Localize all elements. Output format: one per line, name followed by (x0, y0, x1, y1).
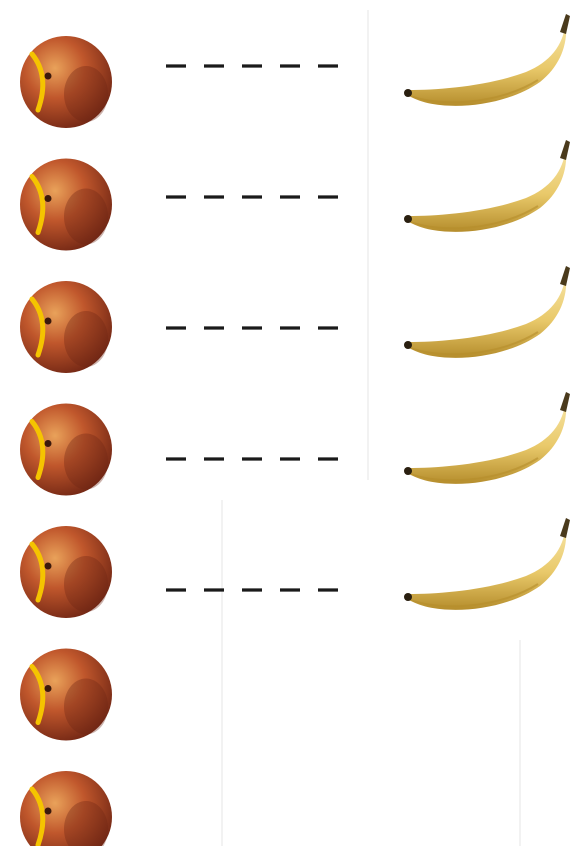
banana-icon (404, 14, 570, 106)
peach-icon (20, 281, 112, 373)
peach-icon (20, 36, 112, 128)
peach-column (20, 36, 112, 846)
peach-icon (20, 404, 112, 496)
background-lines (222, 10, 520, 846)
banana-icon (404, 392, 570, 484)
peach-icon (20, 526, 112, 618)
peach-icon (20, 771, 112, 846)
connector-column (166, 66, 338, 590)
banana-column (404, 14, 570, 610)
banana-icon (404, 266, 570, 358)
banana-icon (404, 140, 570, 232)
banana-icon (404, 518, 570, 610)
peach-icon (20, 649, 112, 741)
peach-icon (20, 159, 112, 251)
